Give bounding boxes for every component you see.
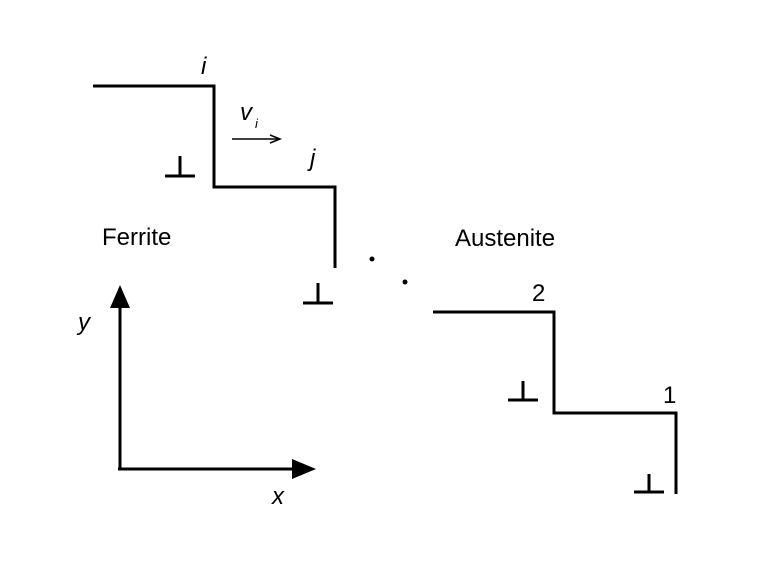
dislocation-symbol-i bbox=[165, 156, 195, 178]
x-axis-label: x bbox=[271, 483, 285, 510]
velocity-subscript: i bbox=[255, 116, 259, 131]
interface-steps-upper bbox=[93, 84, 337, 268]
x-axis-arrowhead bbox=[292, 459, 316, 479]
y-axis-arrowhead bbox=[110, 285, 130, 308]
phase-label-ferrite: Ferrite bbox=[102, 224, 171, 251]
step-label-1: 1 bbox=[663, 382, 676, 409]
interface-steps-lower bbox=[433, 310, 678, 494]
velocity-arrow-head bbox=[269, 134, 283, 144]
step-label-j: j bbox=[307, 145, 316, 172]
dislocation-symbol-j bbox=[303, 283, 333, 305]
dislocation-symbol-2 bbox=[508, 381, 538, 402]
velocity-label: v bbox=[240, 99, 254, 126]
ellipsis-dot-2 bbox=[402, 279, 408, 285]
dislocation-symbol-1 bbox=[634, 474, 664, 494]
phase-label-austenite: Austenite bbox=[455, 225, 555, 252]
y-axis-label: y bbox=[76, 309, 92, 336]
step-label-2: 2 bbox=[532, 280, 545, 307]
step-label-i: i bbox=[201, 53, 207, 80]
ellipsis-dot-1 bbox=[369, 256, 375, 262]
